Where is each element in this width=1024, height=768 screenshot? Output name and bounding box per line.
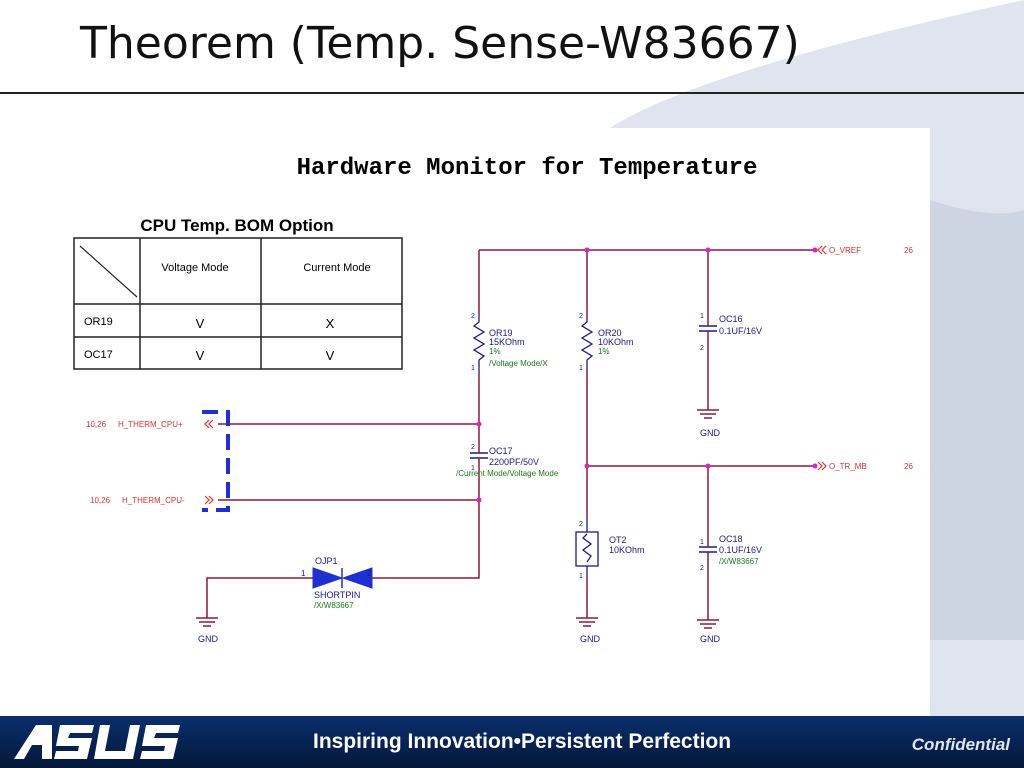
oc16-ref: OC16 [719,314,743,324]
svg-text:1: 1 [471,465,475,472]
svg-text:2: 2 [700,565,704,572]
svg-text:1: 1 [700,313,704,320]
offpage-connector-vref [817,245,827,255]
row-cell: X [326,316,335,331]
ojp1-ref: OJP1 [315,556,338,566]
net-therm-pos-pages: 10,26 [86,420,107,429]
oc18-ref: OC18 [719,534,743,544]
oc17-value: 2200PF/50V [489,457,539,467]
svg-text:2: 2 [471,444,475,451]
resistor-or20 [580,316,594,372]
or19-note: /Voltage Mode/X [489,359,548,368]
footer-slogan: Inspiring Innovation•Persistent Perfecti… [313,730,732,753]
confidential-label: Confidential [911,735,1010,754]
gnd-label: GND [700,634,721,644]
row-ref: OR19 [84,316,113,328]
net-tr-mb-page: 26 [904,462,913,471]
or20-value: 10KOhm [598,337,634,347]
row-cell: V [196,316,205,331]
svg-text:1: 1 [700,539,704,546]
oc17-note: /Current Mode/Voltage Mode [456,469,559,478]
svg-text:1: 1 [579,365,583,372]
net-tr-mb: O_TR_MB [829,462,867,471]
footer-bar: Inspiring Innovation•Persistent Perfecti… [0,716,1024,768]
or19-ref: OR19 [489,328,513,338]
svg-text:1: 1 [471,365,475,372]
bom-table-caption: CPU Temp. BOM Option [140,216,333,235]
diagram-heading: Hardware Monitor for Temperature [297,155,758,182]
highlight-bracket [202,410,230,512]
junction-nodes [476,247,818,503]
or19-tol: 1% [489,347,501,356]
gnd-label: GND [700,428,721,438]
svg-text:2: 2 [579,521,583,528]
ot2-ref: OT2 [609,535,627,545]
slide-title: Theorem (Temp. Sense-W83667) [80,18,800,69]
oc18-note: /X/W83667 [719,557,759,566]
ground-symbol [196,617,218,627]
row-cell: V [196,348,205,363]
shortpin-ojp1 [312,567,373,589]
title-divider [0,92,1024,94]
svg-text:2: 2 [471,313,475,320]
schematic-diagram: Hardware Monitor for Temperature CPU Tem… [0,128,930,718]
gnd-label: GND [580,634,601,644]
col-header-current: Current Mode [303,262,370,274]
offpage-connector-tr-mb [817,461,827,471]
row-ref: OC17 [84,349,113,361]
or20-tol: 1% [598,347,610,356]
wires [206,249,815,620]
table-corner-diagonal [79,245,138,298]
oc17-ref: OC17 [489,446,513,456]
net-therm-neg-pages: 10,26 [90,496,111,505]
thermistor-ot2 [575,518,599,580]
svg-text:2: 2 [579,313,583,320]
ground-symbol [697,409,719,419]
or19-value: 15KOhm [489,337,525,347]
net-therm-neg: H_THERM_CPU- [122,496,185,505]
or20-ref: OR20 [598,328,622,338]
pin-label: 2 [367,569,372,578]
col-header-voltage: Voltage Mode [161,262,228,274]
resistor-or19 [472,316,486,372]
ojp1-note: /X/W83667 [314,601,354,610]
gnd-label: GND [198,634,219,644]
oc18-value: 0.1UF/16V [719,545,762,555]
ojp1-value: SHORTPIN [314,590,360,600]
ot2-value: 10KOhm [609,545,645,555]
ground-symbol [576,617,598,627]
pin-label: 1 [301,569,306,578]
svg-text:1: 1 [579,573,583,580]
svg-text:2: 2 [700,345,704,352]
bom-table: CPU Temp. BOM Option Voltage Mode Curren… [73,216,403,370]
offpage-connector-therm-neg [204,495,214,505]
asus-logo [14,725,180,759]
net-vref: O_VREF [829,246,861,255]
offpage-connector-therm-pos [204,419,214,429]
net-therm-pos: H_THERM_CPU+ [118,420,183,429]
oc16-value: 0.1UF/16V [719,326,762,336]
row-cell: V [326,348,335,363]
net-vref-page: 26 [904,246,913,255]
ground-symbol [697,619,719,629]
